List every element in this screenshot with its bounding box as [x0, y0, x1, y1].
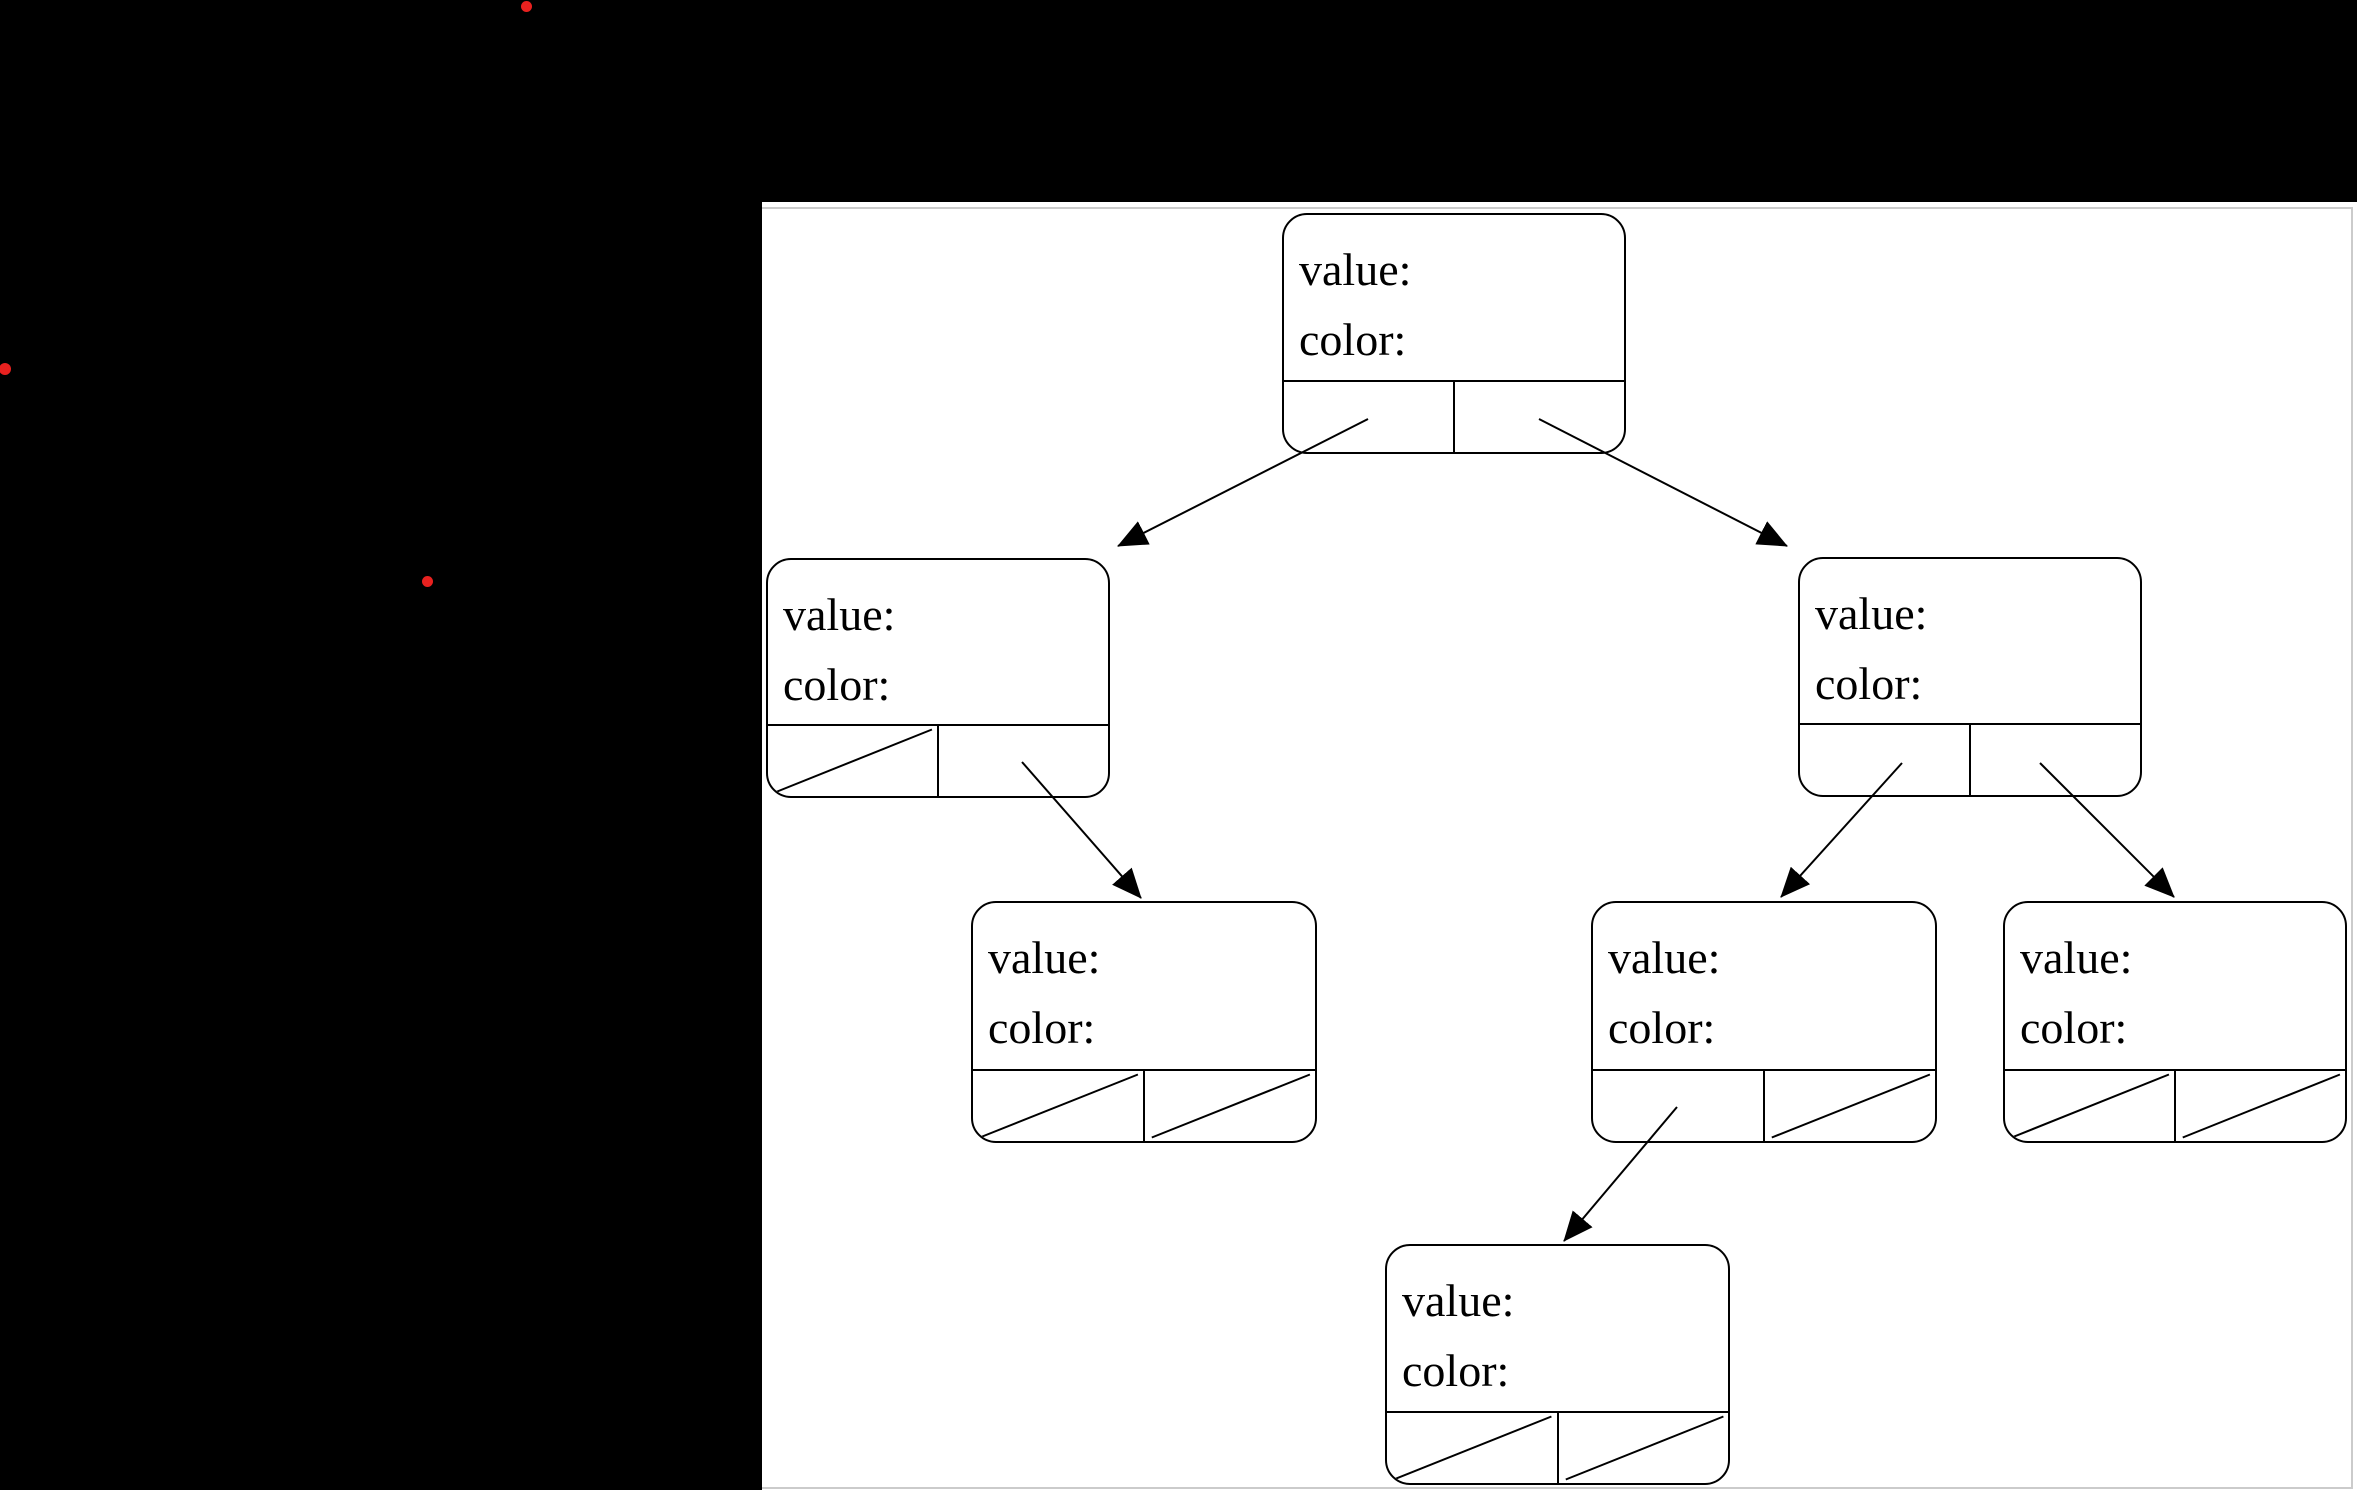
right-pointer-cell	[1145, 1071, 1315, 1141]
right-pointer-cell	[1559, 1413, 1729, 1483]
null-pointer-diagonal	[774, 728, 933, 794]
color-label: color:	[1815, 658, 1923, 709]
color-label: color:	[1402, 1345, 1510, 1396]
tree-node-bottom-node: value: color:	[1385, 1244, 1730, 1485]
tree-node-middle-grandchild: value: color:	[1591, 901, 1937, 1143]
left-pointer-cell	[1387, 1413, 1559, 1483]
null-pointer-diagonal	[1564, 1415, 1724, 1481]
node-fields: value: color:	[1800, 559, 2140, 719]
value-label: value:	[1815, 588, 1928, 639]
tree-node-left-child: value: color:	[766, 558, 1110, 798]
value-label: value:	[988, 932, 1101, 983]
color-label: color:	[1608, 1002, 1716, 1053]
tree-node-left-grandchild: value: color:	[971, 901, 1317, 1143]
left-pointer-cell	[1284, 382, 1455, 452]
pointer-row	[1387, 1411, 1728, 1483]
node-fields: value: color:	[973, 903, 1315, 1063]
value-label: value:	[783, 589, 896, 640]
pointer-row	[973, 1069, 1315, 1141]
right-pointer-cell	[1971, 725, 2140, 795]
right-pointer-cell	[2176, 1071, 2345, 1141]
node-fields: value: color:	[768, 560, 1108, 720]
tree-node-right-grandchild: value: color:	[2003, 901, 2347, 1143]
node-fields: value: color:	[1593, 903, 1935, 1063]
right-pointer-cell	[1765, 1071, 1935, 1141]
pointer-row	[1284, 380, 1624, 452]
color-label: color:	[988, 1002, 1096, 1053]
null-pointer-diagonal	[1151, 1073, 1311, 1139]
value-label: value:	[2020, 932, 2133, 983]
node-fields: value: color:	[1387, 1246, 1728, 1406]
pointer-row	[1800, 723, 2140, 795]
left-pointer-cell	[1593, 1071, 1765, 1141]
color-label: color:	[2020, 1002, 2128, 1053]
null-pointer-diagonal	[2011, 1073, 2170, 1139]
pointer-row	[1593, 1069, 1935, 1141]
left-pointer-cell	[1800, 725, 1971, 795]
tree-node-right-child: value: color:	[1798, 557, 2142, 797]
value-label: value:	[1402, 1275, 1515, 1326]
null-pointer-diagonal	[2182, 1073, 2341, 1139]
node-fields: value: color:	[2005, 903, 2345, 1063]
color-label: color:	[783, 659, 891, 710]
red-dot-mid	[421, 575, 433, 587]
null-pointer-diagonal	[1771, 1073, 1931, 1139]
null-pointer-diagonal	[1393, 1415, 1552, 1481]
left-pointer-cell	[2005, 1071, 2176, 1141]
left-pointer-cell	[768, 726, 939, 796]
red-dot-top	[520, 0, 532, 12]
color-label: color:	[1299, 314, 1407, 365]
right-pointer-cell	[939, 726, 1108, 796]
pointer-row	[768, 724, 1108, 796]
right-pointer-cell	[1455, 382, 1624, 452]
pointer-row	[2005, 1069, 2345, 1141]
tree-node-root: value: color:	[1282, 213, 1626, 454]
value-label: value:	[1299, 244, 1412, 295]
null-pointer-diagonal	[979, 1073, 1139, 1139]
left-pointer-cell	[973, 1071, 1145, 1141]
value-label: value:	[1608, 932, 1721, 983]
red-dot-left	[0, 363, 11, 375]
node-fields: value: color:	[1284, 215, 1624, 375]
